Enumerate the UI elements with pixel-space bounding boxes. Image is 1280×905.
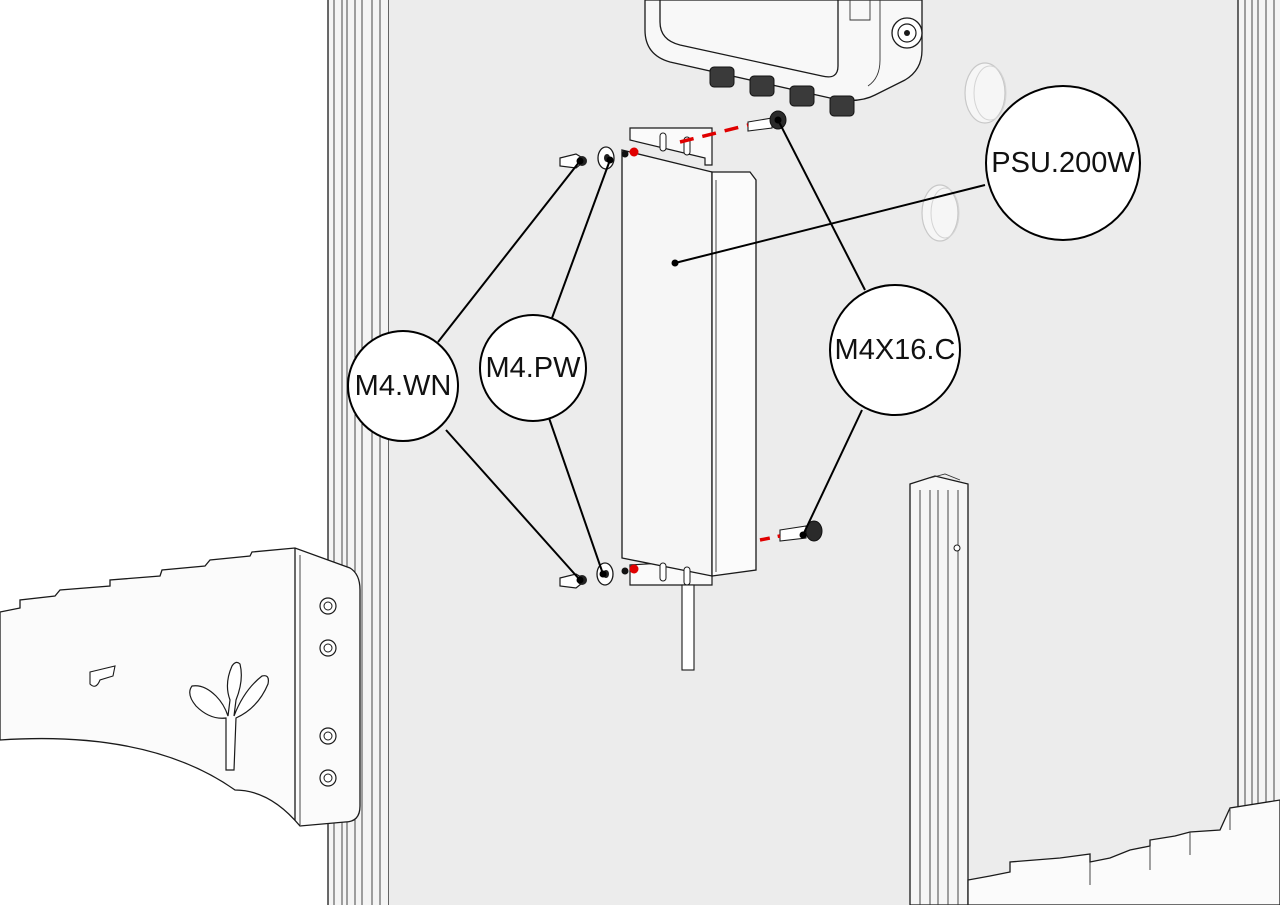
right-vertical-post	[909, 473, 969, 905]
controller-housing	[644, 0, 923, 117]
callout-plain-washer: M4.PW	[479, 314, 587, 422]
callout-wing-nut-label: M4.WN	[355, 370, 452, 402]
leader-lines	[437, 116, 986, 584]
callout-screw: M4X16.C	[829, 284, 961, 416]
psu-body	[621, 127, 757, 671]
callout-wing-nut: M4.WN	[347, 330, 459, 442]
left-side-bracket	[0, 547, 361, 827]
right-frame-extrusion	[1237, 0, 1280, 905]
callout-screw-label: M4X16.C	[835, 334, 956, 366]
cable-connectors	[709, 66, 855, 117]
bracket-bolt-heads	[319, 597, 337, 787]
callout-psu-label: PSU.200W	[991, 147, 1135, 179]
plant-logo-cutout	[189, 661, 269, 771]
assembly-path-markers	[621, 123, 781, 575]
callout-psu: PSU.200W	[985, 85, 1141, 241]
left-frame-extrusion	[327, 0, 388, 905]
lower-right-bracket	[967, 799, 1280, 905]
callout-plain-washer-label: M4.PW	[485, 352, 581, 384]
screw-bottom	[779, 520, 823, 542]
